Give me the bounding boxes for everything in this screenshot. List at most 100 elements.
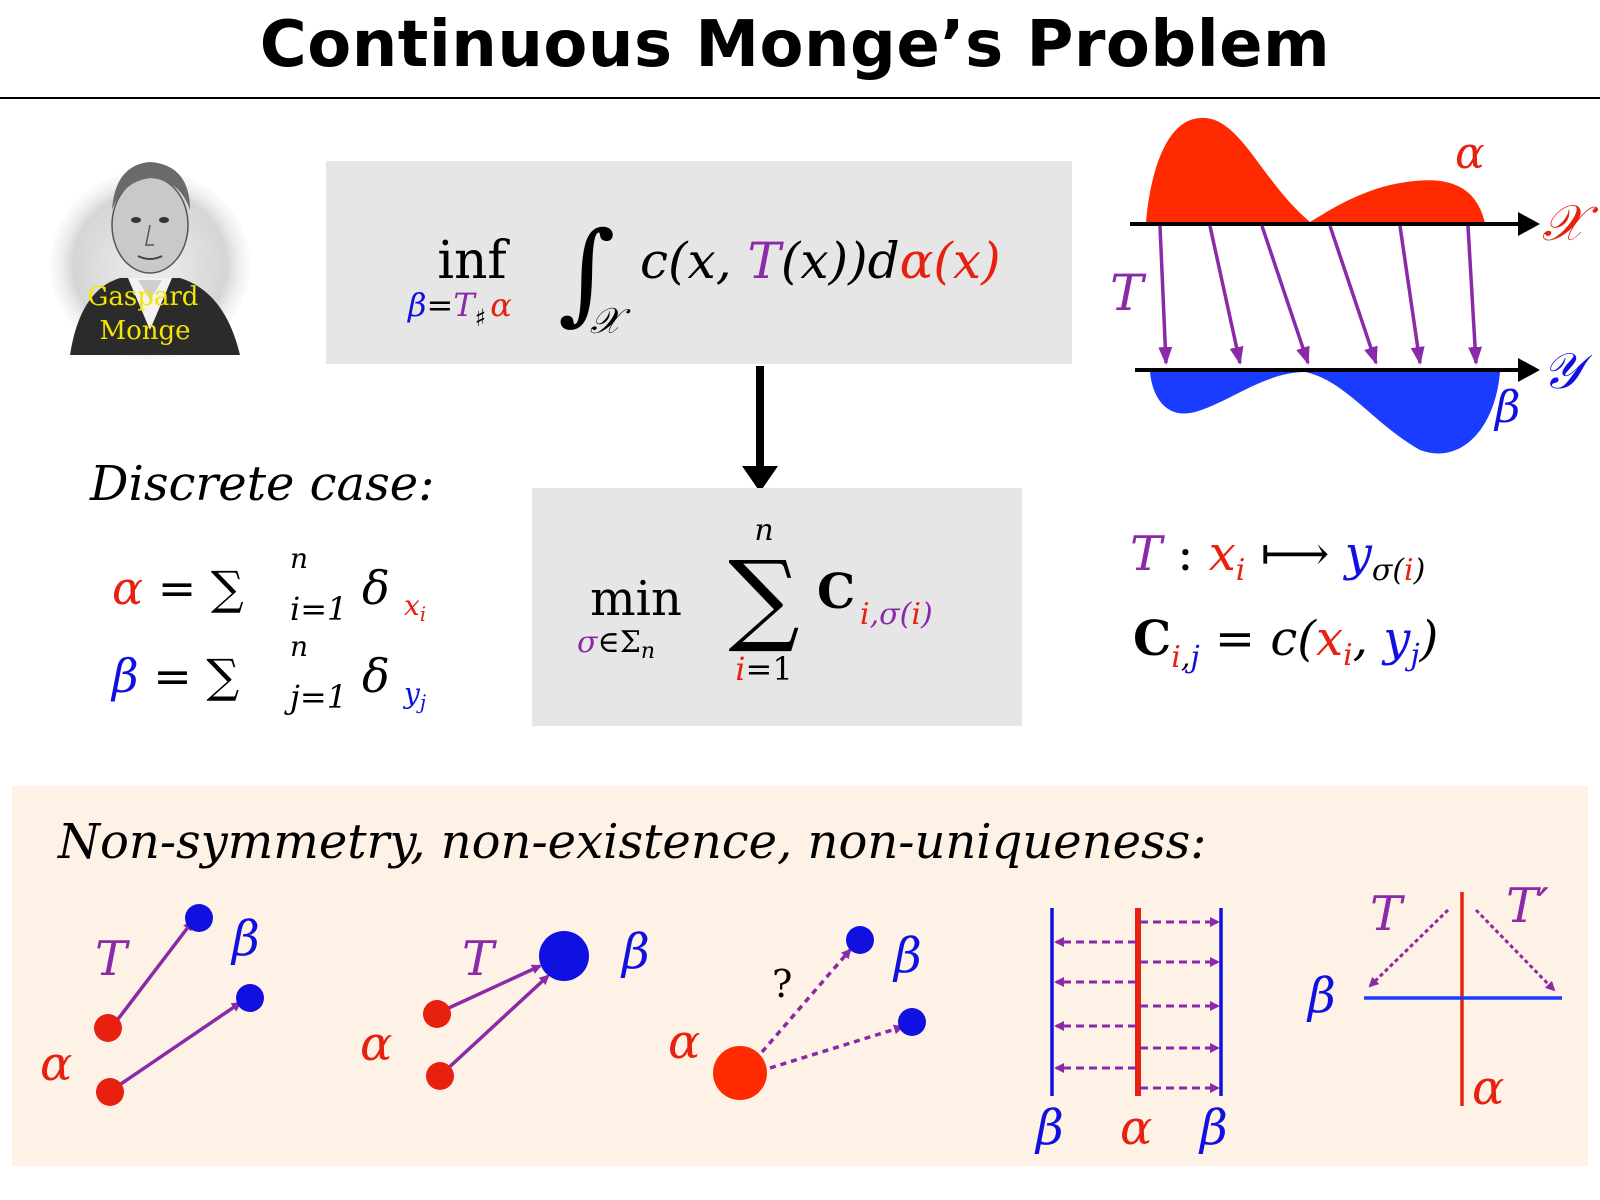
ex1-beta-point-bottom bbox=[236, 984, 264, 1012]
map-y-sub-sigma: σ( bbox=[1372, 553, 1405, 588]
ex2-beta-label: β bbox=[620, 924, 650, 980]
portrait-caption-first: Gaspard bbox=[88, 282, 199, 312]
cost-T: T bbox=[748, 232, 785, 290]
def-C: C bbox=[1133, 611, 1171, 667]
ex2-T-label: T bbox=[462, 931, 497, 987]
ex1-alpha-label: α bbox=[40, 1036, 72, 1092]
ex1-T-label: T bbox=[95, 931, 130, 987]
discrete-alpha-eq: = ∑ bbox=[143, 561, 244, 615]
ex4-alpha-label: α bbox=[1120, 1100, 1152, 1156]
ex1-alpha-point-top bbox=[94, 1014, 122, 1042]
inf-sub-alpha: α bbox=[490, 286, 512, 324]
ex2-alpha-label: α bbox=[360, 1016, 392, 1072]
figure-X-label: 𝒳 bbox=[1542, 194, 1599, 252]
discrete-case: Discrete case: α = ∑ n i=1 δ xi β = ∑ n … bbox=[89, 456, 434, 716]
discrete-alpha: α bbox=[112, 561, 143, 615]
discrete-beta-delta-y: y bbox=[402, 677, 421, 710]
discrete-beta-sup: n bbox=[290, 630, 308, 663]
svg-text:δ: δ bbox=[362, 561, 390, 615]
transport-figure: α 𝒳 T 𝒴 β bbox=[1110, 118, 1599, 454]
map-y: y bbox=[1343, 526, 1373, 582]
svg-text:β = ∑: β = ∑ bbox=[110, 649, 239, 703]
ex5-alpha-label: α bbox=[1472, 1060, 1504, 1116]
transport-map-arrows bbox=[1160, 226, 1476, 363]
discrete-alpha-sub: i=1 bbox=[290, 590, 347, 628]
figure-T-label: T bbox=[1110, 264, 1147, 322]
svg-text:yj: yj bbox=[402, 677, 426, 714]
ex3-beta-point-bottom bbox=[898, 1008, 926, 1036]
def-C-i: i bbox=[1171, 640, 1181, 675]
svg-text:i,σ(i): i,σ(i) bbox=[860, 597, 933, 632]
inf-sub-eq: = bbox=[427, 286, 454, 324]
ex1-beta-label: β bbox=[230, 911, 260, 967]
svg-text:α = ∑: α = ∑ bbox=[112, 561, 244, 615]
ex1-alpha-point-bottom bbox=[96, 1078, 124, 1106]
ex3-beta-label: β bbox=[892, 928, 922, 984]
ex3-question-mark: ? bbox=[772, 962, 792, 1006]
map-x-sub: i bbox=[1236, 553, 1246, 588]
ex1-beta-point-top bbox=[185, 904, 213, 932]
x-axis-arrow bbox=[1518, 212, 1540, 236]
figure-beta-label: β bbox=[1493, 382, 1520, 433]
y-axis-arrow bbox=[1518, 358, 1540, 382]
ex2-alpha-point-bottom bbox=[426, 1062, 454, 1090]
svg-text:xi: xi bbox=[404, 589, 426, 626]
sum-lower-i: i bbox=[735, 650, 745, 688]
discrete-alpha-sup: n bbox=[290, 542, 308, 575]
def-close: ) bbox=[1419, 611, 1439, 667]
C-sub-i2: i bbox=[911, 597, 921, 632]
sum-sign: ∑ bbox=[728, 539, 799, 656]
def-x-sub: i bbox=[1343, 638, 1353, 673]
C-sub-sigma: ,σ( bbox=[870, 597, 913, 632]
inf-operator: inf bbox=[437, 231, 510, 291]
map-colon: : bbox=[1162, 526, 1209, 582]
C-sub-close: ) bbox=[920, 597, 933, 632]
min-sub-n: n bbox=[641, 639, 655, 664]
def-y: y bbox=[1381, 611, 1411, 667]
svg-text:i=1: i=1 bbox=[735, 650, 792, 688]
sum-lower-eq1: =1 bbox=[746, 650, 793, 688]
discrete-beta-delta: δ bbox=[362, 649, 390, 703]
svg-text:δ: δ bbox=[362, 649, 390, 703]
bottom-panel-heading: Non-symmetry, non-existence, non-uniquen… bbox=[57, 814, 1206, 870]
C-sub-i: i bbox=[860, 597, 870, 632]
ex3-alpha-label: α bbox=[668, 1014, 700, 1070]
discrete-alpha-delta: δ bbox=[362, 561, 390, 615]
discrete-beta-eq: = ∑ bbox=[139, 649, 240, 703]
def-C-comma: , bbox=[1181, 640, 1191, 675]
def-comma: , bbox=[1353, 611, 1384, 667]
discrete-alpha-delta-i: i bbox=[420, 602, 426, 626]
inf-sub-sharp: ♯ bbox=[475, 304, 487, 332]
inf-sub-beta: β bbox=[407, 286, 427, 324]
cost-Tx: (x))d bbox=[781, 232, 900, 290]
discrete-beta-sub: j=1 bbox=[284, 678, 347, 716]
ex5-T-label: T bbox=[1370, 886, 1405, 942]
discrete-case-heading: Discrete case: bbox=[89, 456, 434, 512]
svg-text:Ci,j = c(xi, yj): Ci,j = c(xi, yj) bbox=[1133, 611, 1438, 675]
figure-Y-label: 𝒴 bbox=[1542, 342, 1593, 400]
portrait-caption-last: Monge bbox=[99, 316, 190, 346]
ex3-alpha-point bbox=[713, 1046, 767, 1100]
monge-portrait: Gaspard Monge bbox=[50, 162, 250, 360]
ex5-T-prime-label: T′ bbox=[1506, 878, 1549, 934]
ex5-beta-label: β bbox=[1306, 968, 1336, 1024]
ex4-beta-right-label: β bbox=[1198, 1100, 1228, 1156]
svg-text:T : xi ⟼ yσ(i): T : xi ⟼ yσ(i) bbox=[1130, 526, 1425, 588]
map-definition: T : xi ⟼ yσ(i) Ci,j = c(xi, yj) bbox=[1130, 526, 1438, 675]
alpha-density bbox=[1146, 118, 1485, 223]
discrete-beta: β bbox=[110, 649, 139, 703]
ex2-beta-point bbox=[539, 931, 589, 981]
map-arrow: ⟼ bbox=[1245, 526, 1344, 582]
beta-density bbox=[1150, 372, 1500, 453]
def-eq-c: = c( bbox=[1200, 611, 1318, 667]
cost-alpha: α bbox=[900, 232, 934, 290]
ex3-beta-point-top bbox=[846, 926, 874, 954]
map-y-sub-i: i bbox=[1404, 553, 1414, 588]
min-operator: min bbox=[590, 571, 682, 627]
map-x: x bbox=[1209, 526, 1236, 582]
svg-text:c(x, T(x))dα(x): c(x, T(x))dα(x) bbox=[640, 232, 1001, 290]
min-sub-in: ∈Σ bbox=[597, 625, 640, 660]
map-T: T bbox=[1130, 526, 1165, 582]
cost-open: c(x, bbox=[640, 232, 748, 290]
